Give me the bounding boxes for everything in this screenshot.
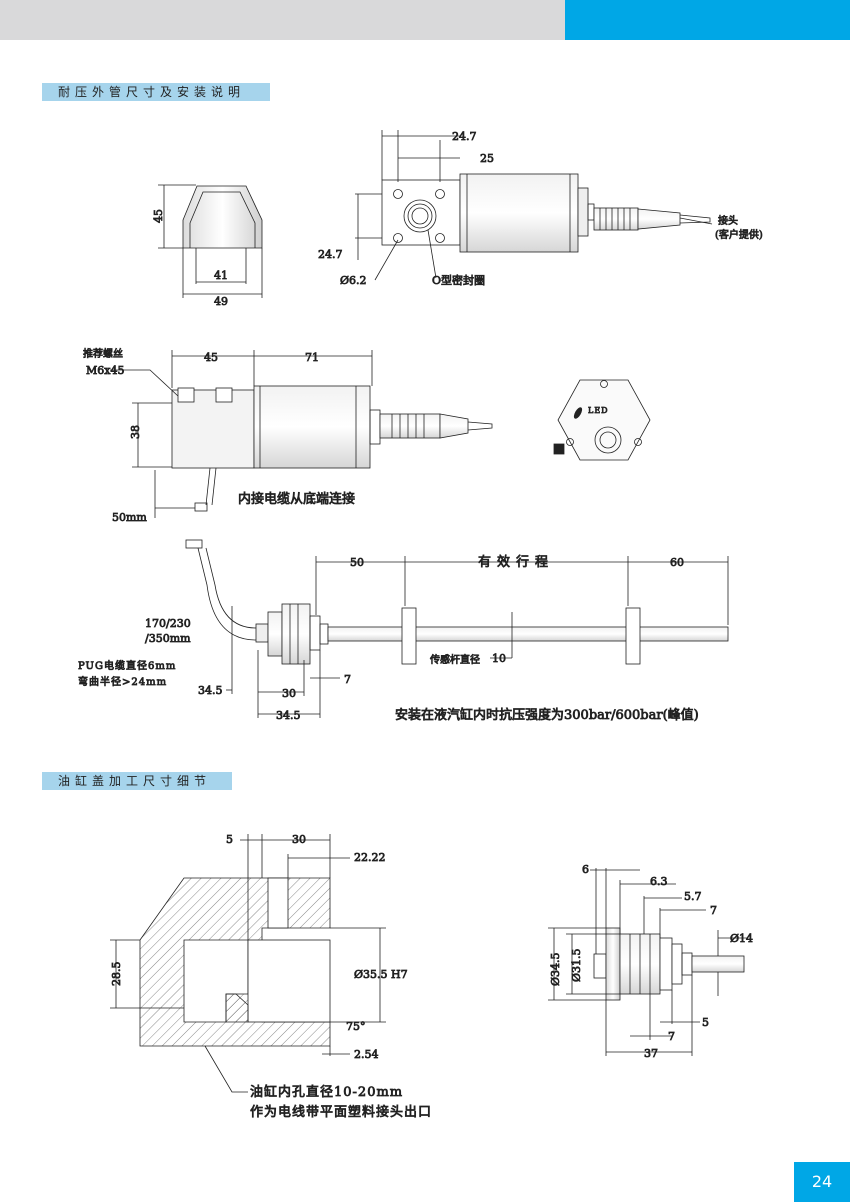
fig3-cable-note: 内接电缆从底端连接 [238, 491, 355, 507]
fig2-dim-top2: 25 [480, 152, 494, 165]
fig2-dim-diameter: Ø6.2 [340, 274, 367, 287]
fig7-flange-detail [548, 868, 748, 1056]
fig2-oring-label: O型密封圈 [432, 273, 485, 287]
fig2-connector-note: (客户提供) [715, 228, 763, 241]
fig5-dim-60: 60 [670, 556, 684, 569]
fig6-dim-5: 5 [226, 833, 233, 846]
fig5-stroke-label: 有效行程 [478, 555, 554, 570]
fig7-dim-37: 37 [644, 1047, 658, 1060]
fig5-pug-label: PUG电缆直径6mm [78, 659, 176, 672]
fig1-dim-width-inner: 41 [214, 269, 228, 282]
header-gray-band [0, 0, 565, 40]
fig2-dim-left: 24.7 [318, 248, 343, 261]
fig7-dim-d14: Ø14 [730, 932, 753, 945]
fig6-note-exit: 作为电线带平面塑料接头出口 [250, 1104, 432, 1120]
fig5-bend-length: 170/230 [145, 617, 191, 630]
fig5-dim-34-5-b: 34.5 [276, 709, 301, 722]
fig6-dim-22-22: 22.22 [354, 851, 386, 864]
fig6-dim-bore: Ø35.5 H7 [354, 968, 408, 981]
fig5-rod-diameter-label: 传感杆直径 [430, 653, 480, 666]
fig3-dim-71: 71 [305, 351, 319, 364]
fig2-side-view [355, 130, 713, 281]
section-title-cylinder-cap: 油缸盖加工尺寸细节 [42, 772, 232, 790]
page-number: 24 [794, 1162, 850, 1202]
fig5-bend-radius: 弯曲半径>24mm [78, 675, 167, 688]
fig5-rod-diameter: 10 [492, 652, 506, 665]
fig5-pressure-note: 安装在液汽缸内时抗压强度为300bar/600bar(峰值) [395, 707, 699, 723]
fig4-led-end-view [553, 379, 651, 461]
fig7-dim-d31-5: Ø31.5 [570, 948, 583, 982]
fig3-screw-label: 推荐螺丝 [83, 347, 123, 360]
fig5-dim-7: 7 [344, 673, 351, 686]
fig6-note-bore: 油缸内孔直径10-20mm [250, 1084, 403, 1100]
fig5-bend-length2: /350mm [145, 632, 191, 645]
fig2-connector-label: 接头 [718, 214, 738, 227]
section-title-outer-tube: 耐压外管尺寸及安装说明 [42, 83, 270, 101]
fig3-dim-45: 45 [204, 351, 218, 364]
fig3-mounting-view [110, 350, 493, 518]
fig6-dim-2-54: 2.54 [354, 1048, 379, 1061]
fig6-cap-section [110, 834, 386, 1093]
fig6-dim-30: 30 [292, 833, 306, 846]
fig4-led-label: LED [588, 406, 609, 415]
fig5-dim-50: 50 [350, 556, 364, 569]
fig6-dim-75: 75° [346, 1020, 366, 1033]
fig7-dim-7b: 7 [668, 1030, 675, 1043]
fig1-end-view [158, 184, 263, 298]
fig3-screw-size: M6x45 [86, 364, 124, 377]
fig6-dim-28-5: 28.5 [110, 962, 123, 987]
fig7-dim-7: 7 [710, 904, 717, 917]
fig2-dim-top1: 24.7 [452, 130, 477, 143]
fig1-dim-height: 45 [152, 209, 165, 223]
fig7-dim-5-7: 5.7 [684, 890, 702, 903]
fig5-installed-view [185, 539, 729, 718]
fig1-dim-width-outer: 49 [214, 295, 228, 308]
fig7-dim-6: 6 [582, 863, 589, 876]
fig7-dim-6-3: 6.3 [650, 875, 668, 888]
fig7-dim-5: 5 [702, 1016, 709, 1029]
fig5-dim-30: 30 [282, 687, 296, 700]
header-blue-band [565, 0, 850, 40]
fig5-dim-34-5-a: 34.5 [198, 684, 223, 697]
fig3-dim-50mm: 50mm [112, 511, 147, 524]
fig7-dim-d34-5: Ø34.5 [549, 952, 562, 986]
fig3-dim-38: 38 [129, 425, 142, 439]
